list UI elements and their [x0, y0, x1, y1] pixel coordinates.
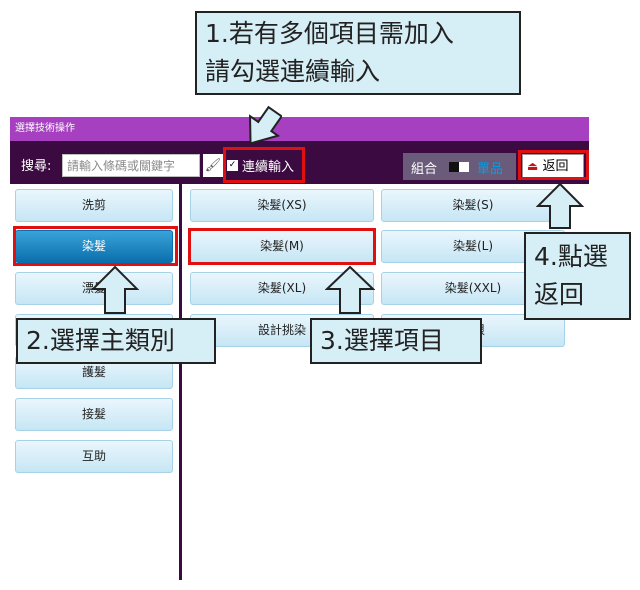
item-dye-s[interactable]: 染髮(S) — [381, 189, 565, 222]
callout-step3: 3.選擇項目 — [310, 318, 482, 364]
mode-toggle[interactable] — [449, 162, 469, 172]
back-button-label: 返回 — [542, 159, 569, 174]
continuous-input-checkbox[interactable]: ✓ — [227, 160, 238, 171]
arrow-up-icon-item — [325, 265, 375, 314]
mode-switch-group: 組合 單品 — [403, 153, 516, 180]
highlight-continuous-input — [223, 147, 305, 183]
category-extension[interactable]: 接髮 — [15, 398, 173, 431]
brush-icon: 🖌 — [204, 158, 222, 173]
exit-icon: ⏏ — [527, 159, 539, 173]
highlight-dye-category — [13, 226, 178, 266]
arrow-down-left-icon — [249, 105, 282, 145]
search-label: 搜尋: — [21, 159, 52, 174]
callout-step1: 1.若有多個項目需加入 請勾選連續輸入 — [195, 11, 521, 95]
continuous-input-label[interactable]: 連續輸入 — [242, 160, 295, 175]
highlight-dye-m-item — [188, 228, 376, 265]
mode-combo-label[interactable]: 組合 — [411, 162, 438, 177]
callout-step2: 2.選擇主類別 — [16, 318, 216, 364]
category-mutual[interactable]: 互助 — [15, 440, 173, 473]
toggle-knob — [449, 162, 459, 172]
clear-brush-button[interactable]: 🖌 — [203, 154, 223, 177]
highlight-back-button — [518, 150, 589, 180]
arrow-up-icon-back — [536, 182, 584, 229]
item-dye-xs[interactable]: 染髮(XS) — [190, 189, 374, 222]
category-dye[interactable]: 染髮 — [15, 230, 173, 263]
mode-single-label[interactable]: 單品 — [477, 162, 504, 177]
category-wash-cut[interactable]: 洗剪 — [15, 189, 173, 222]
arrow-up-icon-category — [91, 265, 139, 314]
window-title: 選擇技術操作 — [10, 117, 589, 141]
toolbar: 搜尋: 🖌 ✓ 連續輸入 組合 單品 ⏏ 返回 — [10, 141, 589, 183]
search-input[interactable] — [62, 154, 200, 177]
back-button[interactable]: ⏏ 返回 — [522, 154, 584, 178]
callout-step4: 4.點選 返回 — [524, 232, 631, 320]
